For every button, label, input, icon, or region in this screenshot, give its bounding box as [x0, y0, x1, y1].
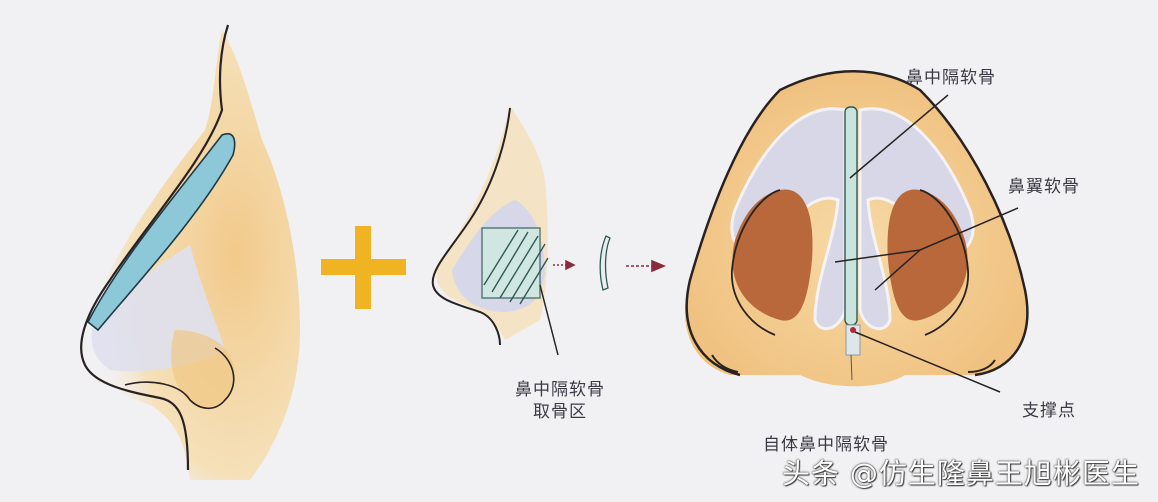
graft-piece: [599, 235, 611, 291]
leader-septal: [849, 94, 949, 179]
leader-support: [854, 331, 1001, 393]
watermark: 头条 @仿生隆鼻王旭彬医生: [782, 457, 1140, 490]
side-view-harvest: [431, 105, 576, 356]
nostril-outline: [124, 347, 235, 410]
plus-icon: [321, 226, 406, 309]
side-view-implant: [80, 24, 300, 480]
label-harvest-line2: 取骨区: [533, 402, 587, 422]
arrow-icon: [553, 259, 576, 271]
harvest-area-hatching: [481, 227, 549, 305]
left-nostril: [732, 189, 813, 321]
profile-outline: [80, 24, 230, 471]
label-harvest-line1: 鼻中隔软骨: [515, 380, 605, 400]
support-point-marker: [850, 327, 856, 333]
harvest-leader-line: [539, 284, 559, 356]
tip-lobule: [171, 330, 235, 407]
label-alar-cartilage: 鼻翼软骨: [1008, 177, 1080, 197]
septal-graft: [844, 106, 858, 326]
label-support-point: 支撑点: [1022, 401, 1076, 421]
label-harvest-area: 鼻中隔软骨 取骨区: [500, 379, 620, 423]
leader-alar: [834, 207, 1019, 291]
label-autologous-septal: 自体鼻中隔软骨: [763, 435, 889, 455]
dorsal-implant: [86, 133, 236, 332]
label-septal-cartilage: 鼻中隔软骨: [906, 68, 996, 88]
harvest-profile-outline: [431, 107, 511, 346]
base-outline: [685, 70, 1029, 377]
arrow-icon: [626, 259, 667, 273]
right-nostril: [887, 189, 968, 321]
